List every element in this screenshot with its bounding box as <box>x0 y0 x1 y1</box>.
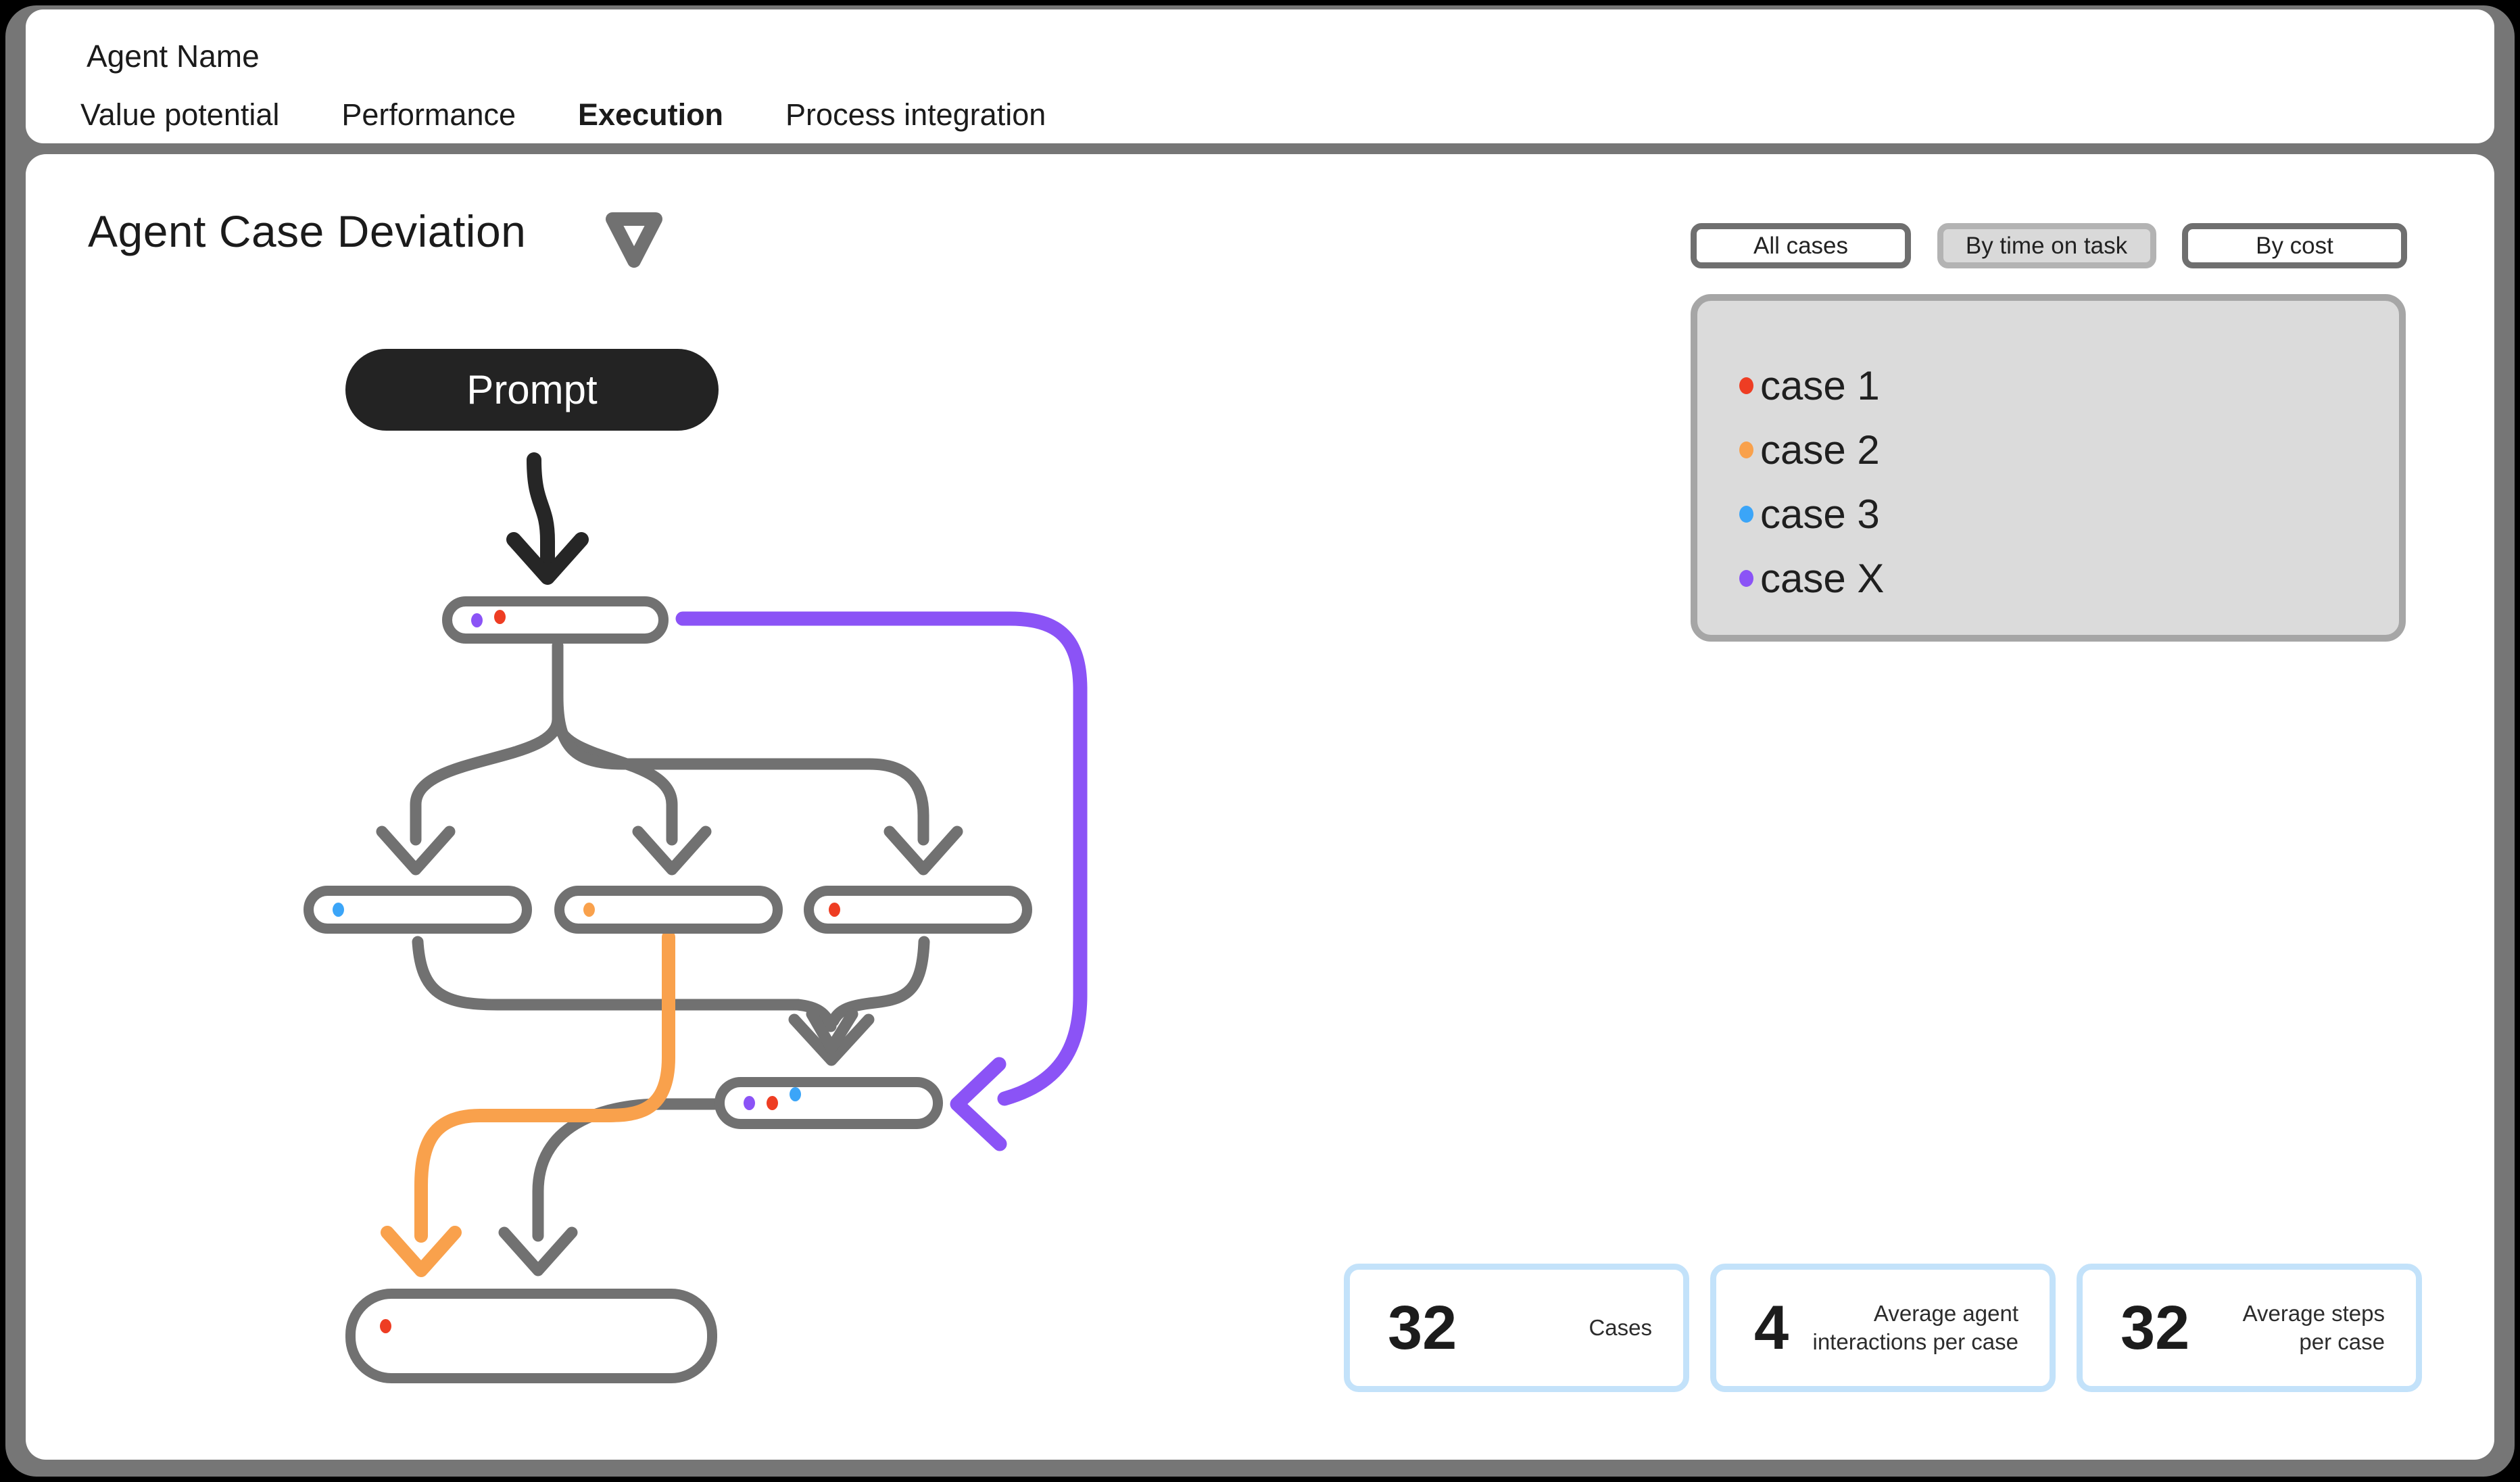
case-legend: case 1 case 2 case 3 case X <box>1691 294 2406 642</box>
merge-right-line <box>827 936 930 1027</box>
flow-node-step-2a <box>304 886 532 934</box>
chevron-down-icon[interactable] <box>600 204 668 272</box>
stat-value: 4 <box>1754 1293 1789 1362</box>
stat-card-avg-interactions: 4 Average agent interactions per case <box>1710 1264 2056 1392</box>
prompt-arrowhead-icon <box>506 532 589 585</box>
casex-dot-icon <box>471 613 483 627</box>
flow-branch-left-line <box>410 713 564 846</box>
flow-node-step-3 <box>714 1077 943 1129</box>
case1-dot-icon <box>1739 377 1753 394</box>
flow-node-step-2c <box>804 886 1032 934</box>
legend-item-case-1[interactable]: case 1 <box>1739 354 2399 418</box>
tab-execution[interactable]: Execution <box>578 97 724 132</box>
legend-item-case-2[interactable]: case 2 <box>1739 418 2399 482</box>
case1-dot-icon <box>829 903 840 917</box>
tab-value-potential[interactable]: Value potential <box>80 97 280 132</box>
prompt-node: Prompt <box>345 349 719 431</box>
stat-value: 32 <box>2121 1293 2190 1362</box>
filter-by-time-on-task-button[interactable]: By time on task <box>1937 223 2156 268</box>
merge-tail-line <box>792 999 837 1032</box>
branch-right-arrowhead-icon <box>883 826 963 876</box>
flow-node-step-2b <box>554 886 783 934</box>
prompt-arrow-line <box>527 452 555 567</box>
legend-label: case 2 <box>1760 427 1880 473</box>
branch-left-arrowhead-icon <box>376 826 456 876</box>
legend-label: case 1 <box>1760 363 1880 408</box>
stat-label: Cases <box>1589 1314 1652 1340</box>
stat-value: 32 <box>1388 1293 1457 1362</box>
merge-arrowhead-inner-icon <box>806 1008 858 1054</box>
legend-label: case 3 <box>1760 492 1880 537</box>
flow-branch-right-line <box>552 690 929 846</box>
legend-label: case X <box>1760 556 1885 601</box>
casex-dot-icon <box>1739 570 1753 587</box>
case1-dot-icon <box>767 1096 778 1110</box>
merge-arrowhead-outer-icon <box>788 1013 875 1066</box>
stat-label: Average agent interactions per case <box>1812 1300 2019 1354</box>
case1-dot-icon <box>380 1319 391 1333</box>
case2-deviation-line <box>414 930 675 1243</box>
flow-node-step-1 <box>442 596 669 644</box>
stat-label: Average steps per case <box>2242 1300 2385 1354</box>
case2-dot-icon <box>1739 441 1753 458</box>
legend-item-case-x[interactable]: case X <box>1739 546 2399 611</box>
case3-dot-icon <box>1739 506 1753 523</box>
step3-exit-line <box>532 1098 721 1242</box>
case-filter-group: All cases By time on task By cost <box>1691 223 2407 268</box>
tab-process-integration[interactable]: Process integration <box>785 97 1046 132</box>
case2-dot-icon <box>583 903 595 917</box>
case3-dot-icon <box>333 903 344 917</box>
tab-performance[interactable]: Performance <box>341 97 516 132</box>
stat-card-cases: 32 Cases <box>1344 1264 1689 1392</box>
case1-dot-icon <box>494 609 506 624</box>
filter-by-cost-button[interactable]: By cost <box>2182 223 2407 268</box>
flow-node-step-4 <box>345 1289 717 1383</box>
casex-dot-icon <box>744 1096 755 1110</box>
legend-item-case-3[interactable]: case 3 <box>1739 482 2399 546</box>
casex-arrowhead-icon <box>950 1057 1007 1151</box>
main-content-panel: Agent Case Deviation All cases By time o… <box>26 154 2494 1460</box>
nav-tabs: Value potential Performance Execution Pr… <box>80 97 1046 133</box>
case2-arrowhead-icon <box>381 1226 462 1277</box>
top-nav-bar: Agent Name Value potential Performance E… <box>26 9 2494 143</box>
filter-all-cases-button[interactable]: All cases <box>1691 223 1911 268</box>
app-title: Agent Name <box>87 39 260 74</box>
stat-card-avg-steps: 32 Average steps per case <box>2077 1264 2422 1392</box>
flow-branch-middle-line <box>552 713 678 846</box>
step3-exit-arrowhead-icon <box>498 1226 578 1276</box>
casex-deviation-line <box>675 611 1088 1106</box>
page-title: Agent Case Deviation <box>88 206 527 256</box>
merge-left-line <box>412 936 804 1011</box>
branch-middle-arrowhead-icon <box>632 826 712 876</box>
stats-row: 32 Cases 4 Average agent interactions pe… <box>1344 1264 2422 1392</box>
case3-dot-icon <box>790 1087 801 1101</box>
app-frame: Agent Name Value potential Performance E… <box>5 5 2515 1477</box>
flow-diagram-canvas <box>376 452 1088 1277</box>
